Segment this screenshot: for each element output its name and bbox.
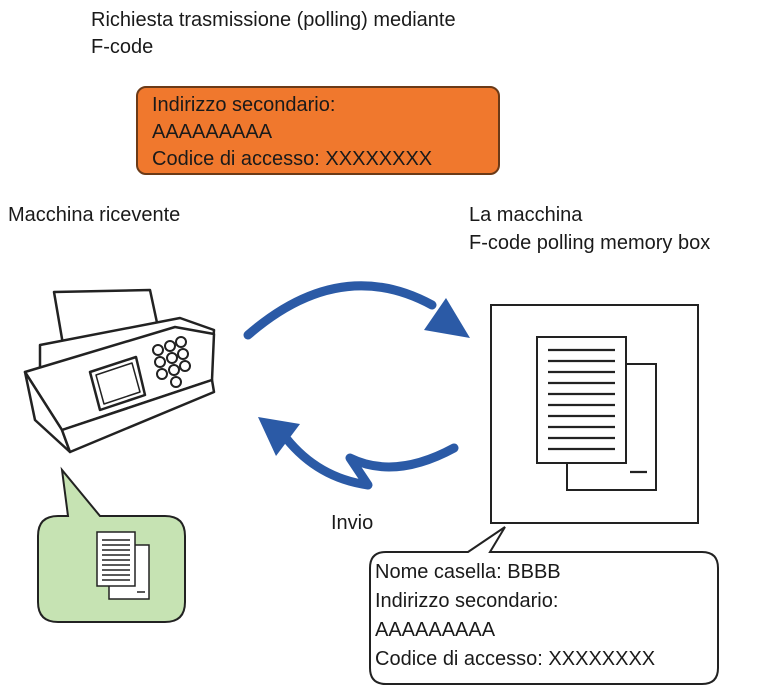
sender-label-line1: La macchina — [469, 204, 583, 226]
fax-machine-icon — [23, 288, 216, 454]
callout-subaddress-label: Indirizzo secondario: — [375, 590, 559, 612]
request-subaddress-value: AAAAAAAAA — [152, 121, 273, 143]
memory-box-documents-icon — [536, 336, 657, 491]
sender-label-line2: F-code polling memory box — [469, 232, 711, 254]
receiver-label: Macchina ricevente — [8, 204, 181, 226]
request-subaddress-label: Indirizzo secondario: — [152, 94, 336, 116]
send-label: Invio — [331, 512, 374, 534]
callout-subaddress-value: AAAAAAAAA — [375, 619, 496, 641]
arrow-left-icon — [258, 417, 459, 490]
callout-access-code: Codice di accesso: XXXXXXXX — [375, 648, 656, 670]
page-title-line2: F-code — [91, 36, 154, 58]
callout-box-name: Nome casella: BBBB — [375, 561, 561, 583]
memory-box-callout-text: Nome casella: BBBB Indirizzo secondario:… — [375, 558, 655, 674]
request-info-box: Indirizzo secondario: AAAAAAAAA Codice d… — [136, 86, 500, 175]
arrow-right-icon — [243, 281, 470, 340]
memory-box-callout-bubble — [369, 526, 719, 685]
document-stack-icon — [96, 531, 150, 600]
page-title-line1: Richiesta trasmissione (polling) mediant… — [91, 9, 456, 31]
request-access-code: Codice di accesso: XXXXXXXX — [152, 148, 433, 170]
